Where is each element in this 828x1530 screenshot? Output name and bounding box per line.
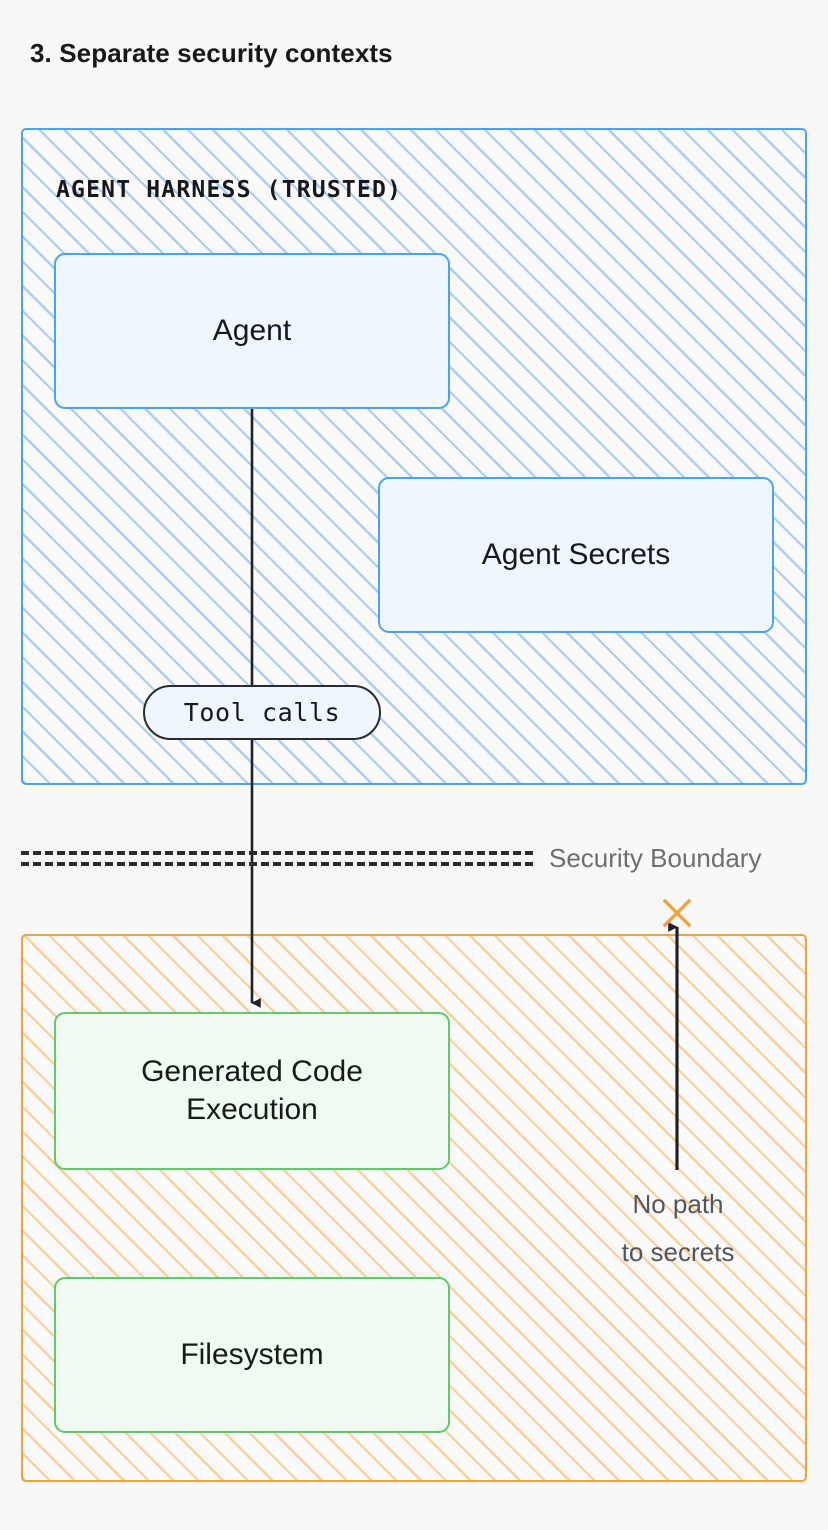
node-generated-code-execution[interactable]: Generated Code Execution (54, 1012, 450, 1170)
blocked-x-icon (662, 898, 692, 928)
security-boundary-label: Security Boundary (549, 843, 762, 873)
boundary-dash-upper (21, 851, 533, 855)
node-agent-secrets[interactable]: Agent Secrets (378, 477, 774, 633)
node-filesystem[interactable]: Filesystem (54, 1277, 450, 1433)
trusted-zone-label: AGENT HARNESS (TRUSTED) (56, 177, 403, 203)
node-filesystem-label: Filesystem (180, 1337, 324, 1371)
edge-label-no-path-to-secrets: No path to secrets (621, 1189, 735, 1268)
node-generated-code-execution-label: Generated Code Execution (141, 1054, 363, 1126)
node-agent-secrets-label: Agent Secrets (481, 537, 671, 571)
trusted-zone-container: AGENT HARNESS (TRUSTED) (21, 128, 807, 785)
edge-label-tool-calls: Tool calls (143, 685, 381, 740)
boundary-dash-lower (21, 862, 533, 866)
page-title: 3. Separate security contexts (30, 38, 393, 68)
security-boundary-line (21, 851, 533, 866)
node-agent-label: Agent (212, 313, 292, 347)
tool-calls-text: Tool calls (183, 698, 341, 727)
node-agent[interactable]: Agent (54, 253, 450, 409)
